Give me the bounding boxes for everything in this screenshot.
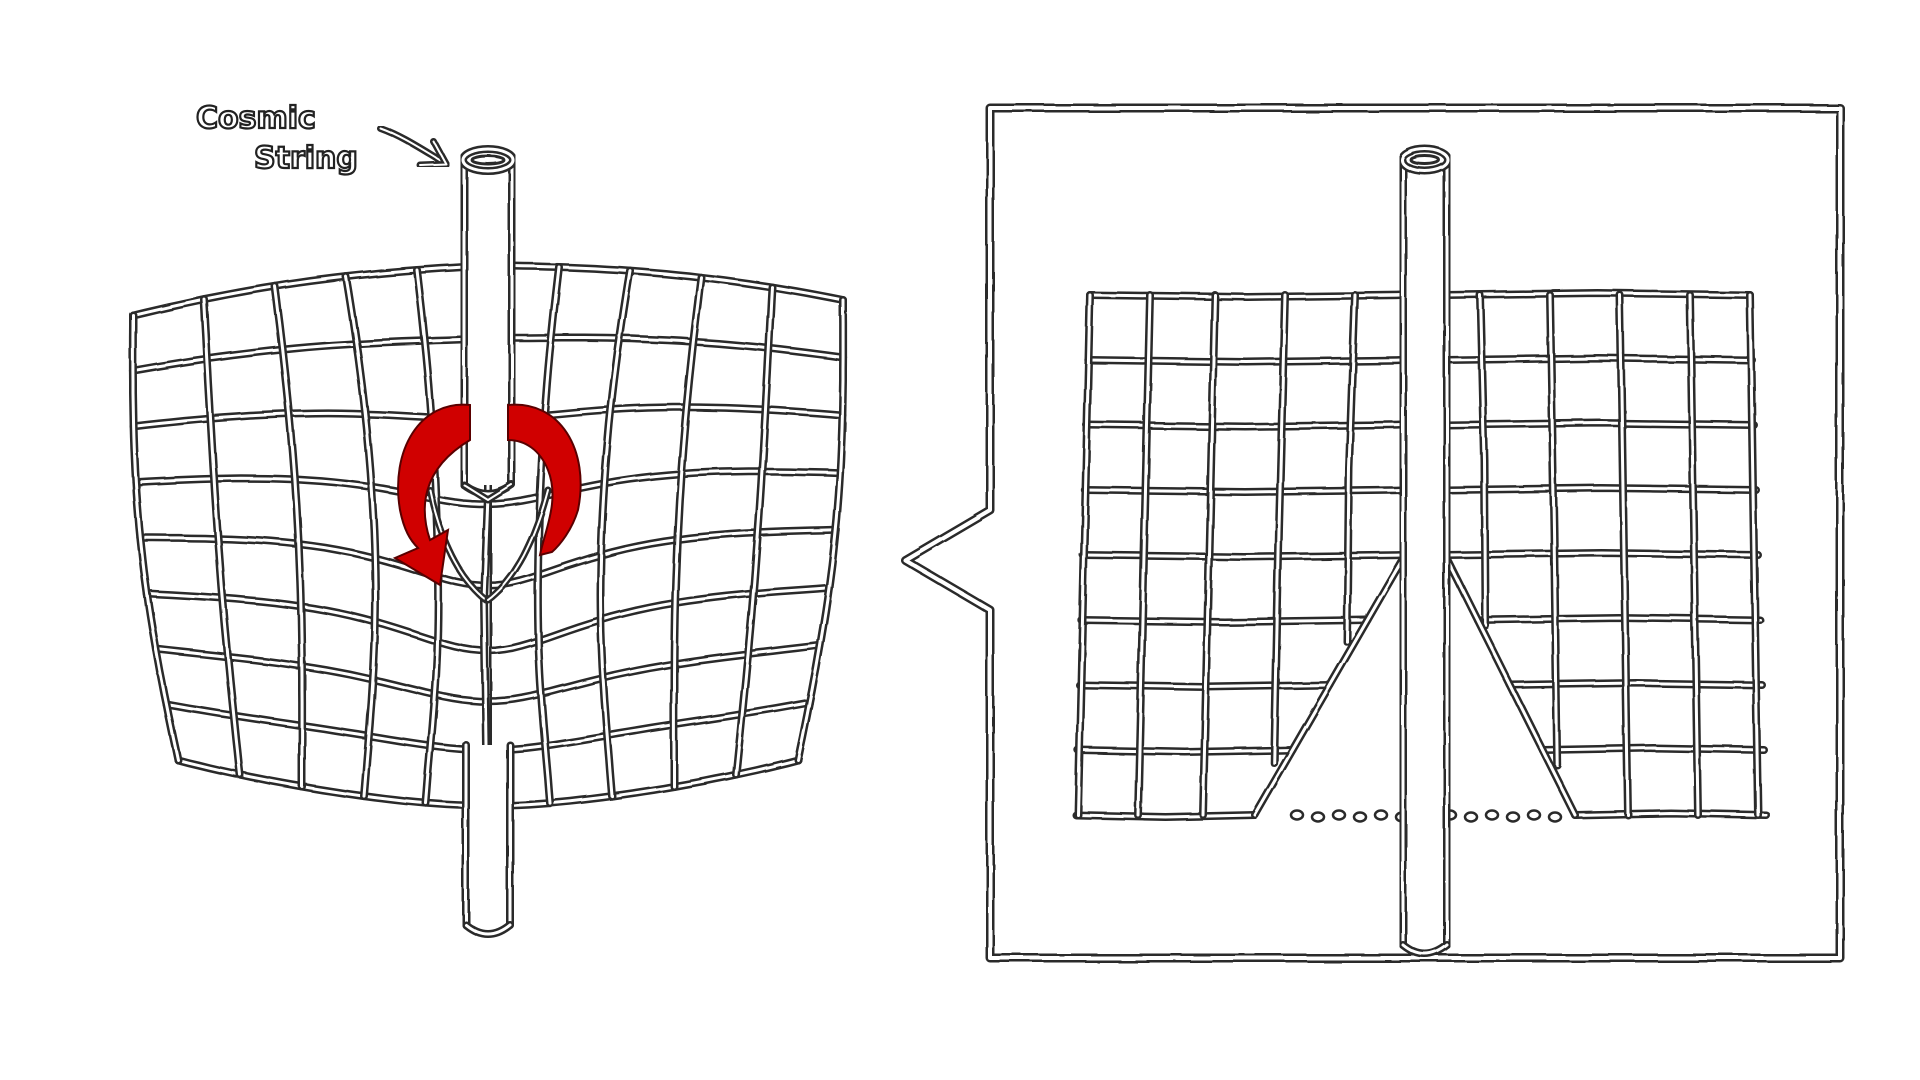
- grid-line-horizontal: [1087, 425, 1406, 427]
- grid-line-horizontal: [1445, 293, 1750, 295]
- grid-line-horizontal: [1445, 553, 1758, 555]
- grid-line-horizontal: [1445, 423, 1754, 425]
- grid-line-horizontal: [1445, 358, 1752, 360]
- missing-edge-dot: [1549, 813, 1561, 822]
- grid-line-vertical: [674, 277, 701, 786]
- label-line-1: Cosmic: [196, 101, 316, 136]
- missing-edge-dot: [1465, 813, 1477, 822]
- missing-edge-dot: [1312, 813, 1324, 822]
- flat-view-tube: [1402, 149, 1448, 954]
- upper-tube: [463, 149, 513, 494]
- grid-seam: [484, 495, 488, 745]
- grid-line-horizontal: [1078, 750, 1293, 752]
- grid-line-vertical: [275, 286, 302, 786]
- callout-panel: [905, 108, 1840, 958]
- tube-bottom-cap: [466, 925, 510, 934]
- missing-edge-dot: [1486, 811, 1498, 820]
- grid-line-horizontal: [1083, 555, 1405, 557]
- missing-edge-dot: [1375, 811, 1387, 820]
- lower-tube: [466, 745, 510, 934]
- grid-line-horizontal: [1543, 748, 1765, 750]
- label-line-2: String: [254, 141, 358, 176]
- grid-line-horizontal: [1088, 360, 1405, 362]
- grid-line-vertical: [601, 271, 631, 797]
- grid-line-horizontal: [1076, 815, 1255, 817]
- missing-edge-dot: [1507, 813, 1519, 822]
- cosmic-string-tube-flat-view: [1402, 149, 1448, 954]
- grid-line-horizontal: [1575, 813, 1766, 815]
- grid-line-horizontal: [1081, 620, 1367, 622]
- cosmic-string-label: Cosmic String: [196, 101, 358, 176]
- missing-edge-dot: [1528, 811, 1540, 820]
- grid-line-horizontal: [1085, 490, 1405, 492]
- grid-line-horizontal: [1478, 618, 1761, 620]
- missing-edge-dot: [1291, 811, 1303, 820]
- pointer-shaft: [380, 128, 440, 160]
- missing-edge-dot: [1333, 811, 1345, 820]
- grid-line-horizontal: [1445, 488, 1756, 490]
- grid-line-vertical: [346, 277, 376, 797]
- grid-line-horizontal: [1510, 683, 1762, 685]
- missing-edge-dot: [1354, 813, 1366, 822]
- arrow-icon: [380, 128, 446, 165]
